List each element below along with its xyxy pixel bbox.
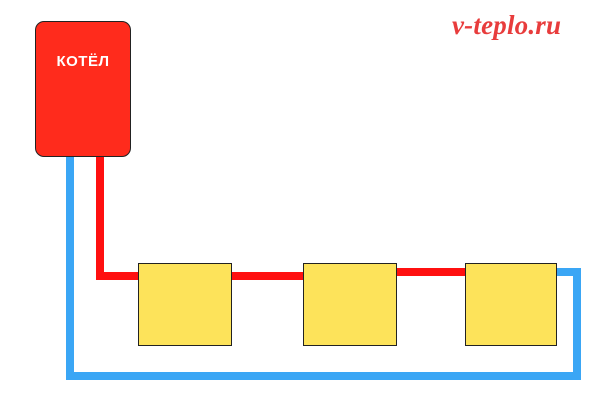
supply-pipe-radiator-1-to-2 xyxy=(230,272,305,280)
boiler: КОТЁЛ xyxy=(35,21,131,157)
radiator-1 xyxy=(138,263,232,346)
site-watermark: v-teplo.ru xyxy=(452,10,562,40)
supply-pipe-to-radiator-1 xyxy=(96,272,140,280)
boiler-label: КОТЁЛ xyxy=(56,53,110,70)
supply-pipe-riser xyxy=(96,157,104,280)
return-pipe-bottom xyxy=(66,372,581,380)
supply-pipe-radiator-2-to-3 xyxy=(396,268,467,276)
return-pipe-right xyxy=(573,268,581,380)
return-pipe-riser xyxy=(66,157,74,380)
radiator-2 xyxy=(303,263,397,346)
return-pipe-end xyxy=(555,268,581,276)
radiator-3 xyxy=(465,263,557,346)
